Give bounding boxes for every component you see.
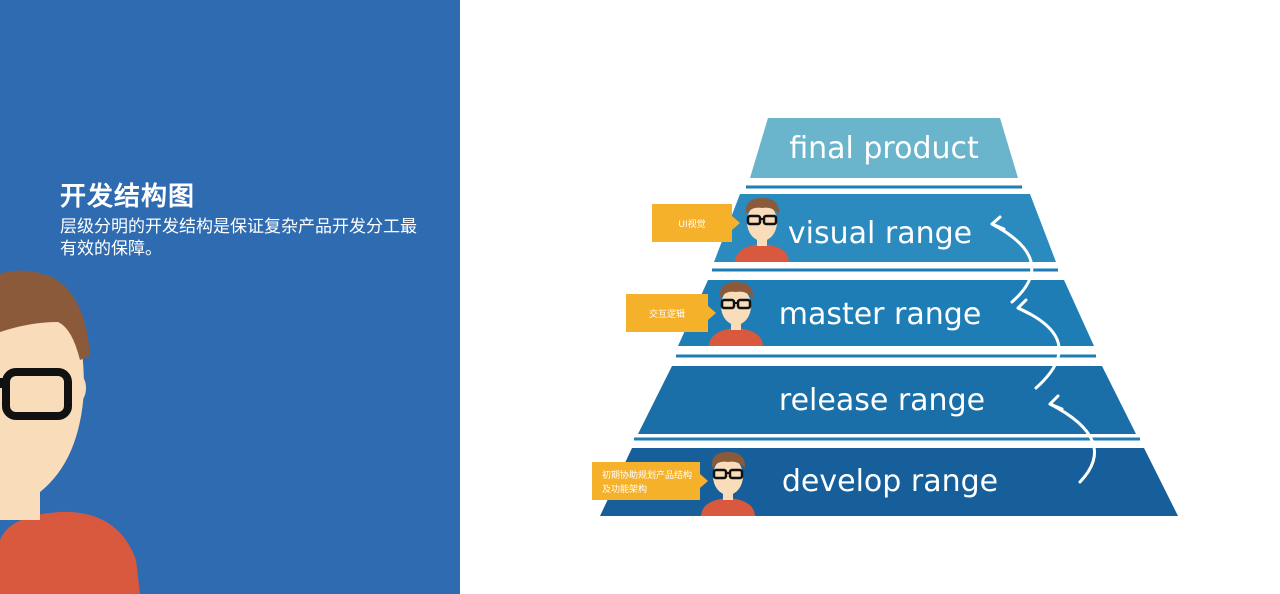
svg-text:交互逻辑: 交互逻辑 [649, 308, 685, 320]
tier-release-range [638, 366, 1136, 434]
progress-arrows [990, 215, 1097, 484]
svg-text:初期协助规划产品结构: 初期协助规划产品结构 [602, 469, 692, 481]
callout-ui-visual: UI视觉 [652, 204, 740, 242]
developer-avatar-illustration [0, 270, 140, 594]
page-title: 开发结构图 [60, 182, 196, 212]
page-subtitle: 层级分明的开发结构是保证复杂产品开发分工最有效的保障。 [60, 217, 417, 259]
tier-label-final-product: final product [789, 131, 979, 166]
callout-product-planning: 初期协助规划产品结构 及功能架构 [592, 462, 708, 500]
pyramid-diagram: final product visual range master range … [592, 118, 1178, 518]
svg-text:UI视觉: UI视觉 [678, 218, 705, 230]
tier-label-master-range: master range [779, 297, 982, 332]
tier-visual-range [714, 194, 1056, 262]
callout-interaction-logic: 交互逻辑 [626, 294, 716, 332]
curved-arrow-icon [1048, 402, 1097, 484]
curved-arrow-icon [1016, 306, 1061, 390]
curved-arrow-icon [990, 222, 1034, 304]
tier-label-release-range: release range [779, 383, 985, 418]
left-panel: 开发结构图 层级分明的开发结构是保证复杂产品开发分工最有效的保障。 [0, 0, 460, 594]
tier-final-product [750, 118, 1018, 178]
svg-text:及功能架构: 及功能架构 [602, 483, 647, 495]
tier-label-develop-range: develop range [782, 464, 998, 499]
tier-label-visual-range: visual range [788, 216, 972, 251]
tier-master-range [678, 280, 1094, 346]
